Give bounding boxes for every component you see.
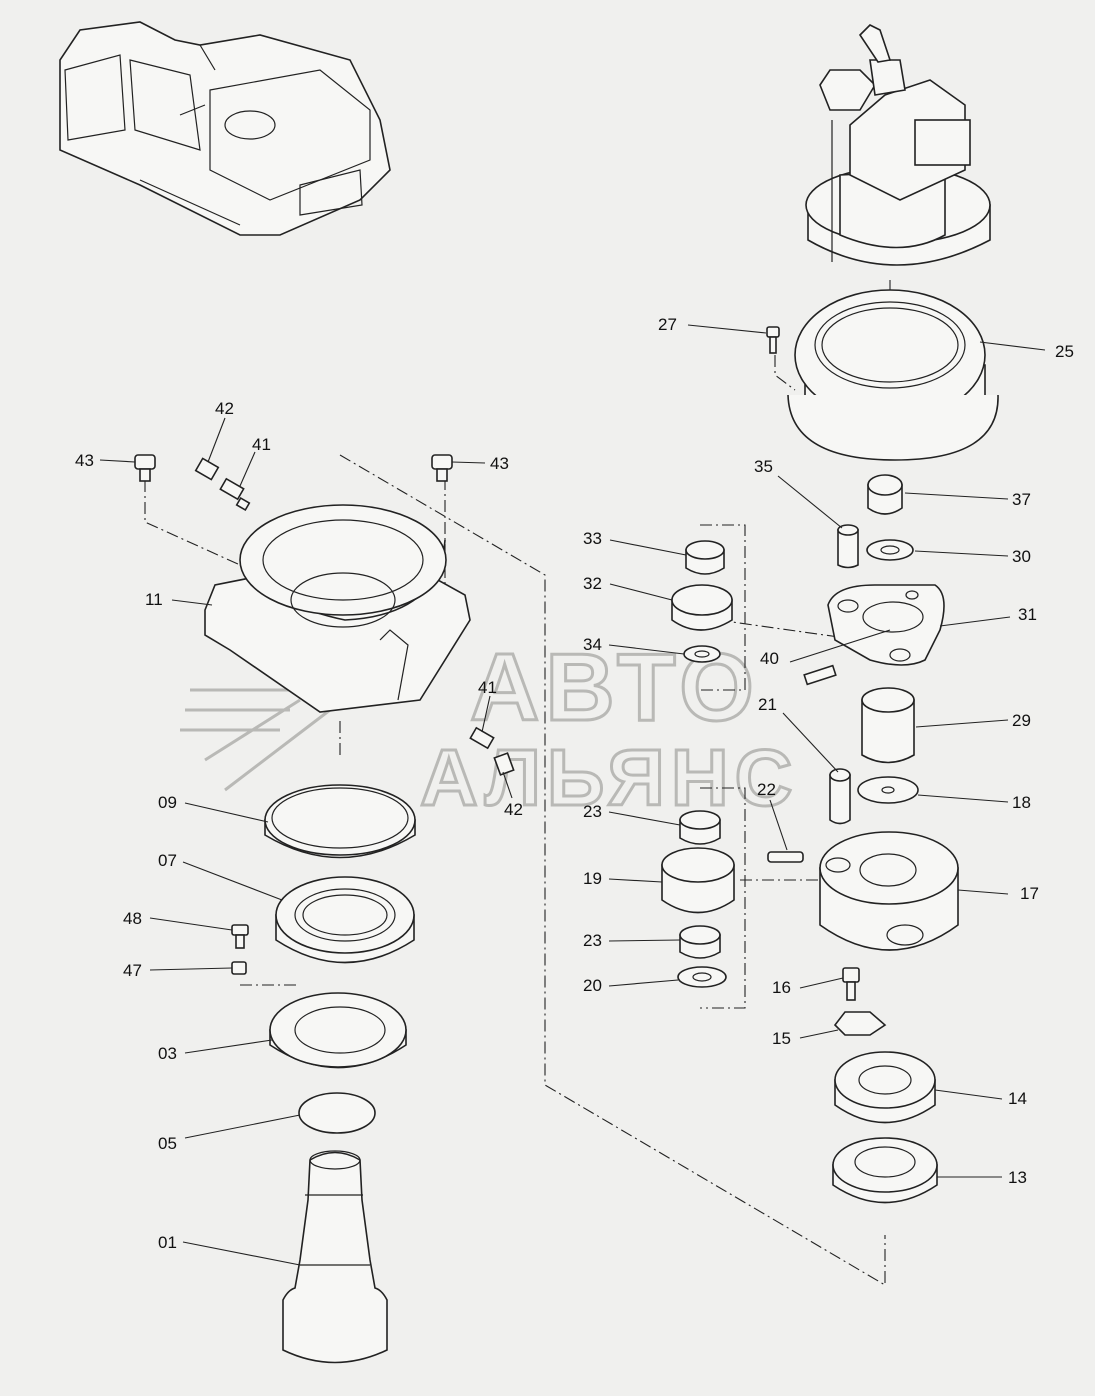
callout-35: 35 bbox=[754, 457, 773, 476]
part-35-pin bbox=[837, 524, 859, 569]
callout-40: 40 bbox=[760, 649, 779, 668]
part-43-bolt-left bbox=[134, 454, 156, 482]
watermark: АВТО АЛЬЯНС bbox=[180, 633, 798, 824]
part-19-planet-gear bbox=[661, 847, 735, 914]
part-21-pin bbox=[829, 768, 851, 825]
part-23-bearing-upper bbox=[679, 810, 721, 845]
part-40-pin bbox=[803, 664, 837, 686]
callout-33: 33 bbox=[583, 529, 602, 548]
part-03-seal-ring bbox=[269, 992, 407, 1069]
watermark-line2: АЛЬЯНС bbox=[420, 733, 798, 822]
callout-07: 07 bbox=[158, 851, 177, 870]
part-17-carrier bbox=[819, 831, 959, 951]
part-22-pin bbox=[767, 851, 804, 863]
callout-47: 47 bbox=[123, 961, 142, 980]
part-23-bearing-lower bbox=[679, 925, 721, 959]
part-48-screw bbox=[231, 924, 249, 949]
leader-lines bbox=[99, 324, 1046, 1266]
callout-17: 17 bbox=[1020, 884, 1039, 903]
callout-21: 21 bbox=[758, 695, 777, 714]
callout-30: 30 bbox=[1012, 547, 1031, 566]
callout-37: 37 bbox=[1012, 490, 1031, 509]
callout-25: 25 bbox=[1055, 342, 1074, 361]
part-42-plug-lower bbox=[493, 752, 515, 776]
callout-34: 34 bbox=[583, 635, 602, 654]
callout-23-upper: 23 bbox=[583, 802, 602, 821]
callout-16: 16 bbox=[772, 978, 791, 997]
part-25-housing bbox=[787, 289, 999, 461]
part-41-valve-upper bbox=[219, 477, 251, 512]
callout-29: 29 bbox=[1012, 711, 1031, 730]
excavator-location-illustration bbox=[59, 21, 391, 236]
part-32-planet-gear bbox=[671, 584, 733, 631]
callout-03: 03 bbox=[158, 1044, 177, 1063]
part-13-seal bbox=[832, 1137, 938, 1204]
callout-labels: 43 43 42 41 11 41 42 09 07 48 47 03 05 0… bbox=[75, 315, 1074, 1252]
part-20-washer bbox=[677, 966, 727, 988]
callout-48: 48 bbox=[123, 909, 142, 928]
callout-41-upper: 41 bbox=[252, 435, 271, 454]
callout-27: 27 bbox=[658, 315, 677, 334]
part-16-bolt bbox=[842, 967, 860, 1001]
part-41-valve-lower bbox=[469, 726, 495, 750]
part-27-bolt bbox=[766, 326, 780, 354]
part-15-lock-plate bbox=[833, 1011, 887, 1036]
part-07-bearing bbox=[275, 876, 415, 964]
callout-42-lower: 42 bbox=[504, 800, 523, 819]
callout-01: 01 bbox=[158, 1233, 177, 1252]
part-42-plug-upper bbox=[194, 457, 220, 481]
part-31-carrier-plate bbox=[827, 584, 945, 666]
part-29-sun-gear bbox=[861, 687, 915, 764]
callout-43-left: 43 bbox=[75, 451, 94, 470]
part-01-shaft bbox=[282, 1150, 388, 1364]
callout-42-upper: 42 bbox=[215, 399, 234, 418]
callout-23-lower: 23 bbox=[583, 931, 602, 950]
part-09-ring bbox=[264, 784, 416, 859]
part-37-gear bbox=[867, 474, 903, 515]
callout-18: 18 bbox=[1012, 793, 1031, 812]
part-swing-motor bbox=[805, 24, 991, 266]
part-30-washer bbox=[866, 539, 914, 561]
callout-20: 20 bbox=[583, 976, 602, 995]
part-33-bearing bbox=[685, 540, 725, 575]
callout-43-right: 43 bbox=[490, 454, 509, 473]
part-05-o-ring bbox=[298, 1092, 376, 1134]
part-34-washer bbox=[683, 645, 721, 663]
callout-09: 09 bbox=[158, 793, 177, 812]
callout-22: 22 bbox=[757, 780, 776, 799]
callout-05: 05 bbox=[158, 1134, 177, 1153]
part-18-thrust-plate bbox=[857, 776, 919, 804]
callout-32: 32 bbox=[583, 574, 602, 593]
callout-13: 13 bbox=[1008, 1168, 1027, 1187]
part-11-housing bbox=[204, 504, 471, 713]
part-14-ring bbox=[834, 1051, 936, 1124]
callout-19: 19 bbox=[583, 869, 602, 888]
part-47-nut bbox=[231, 961, 247, 975]
callout-15: 15 bbox=[772, 1029, 791, 1048]
callout-41-lower: 41 bbox=[478, 678, 497, 697]
callout-11: 11 bbox=[145, 590, 163, 609]
callout-14: 14 bbox=[1008, 1089, 1027, 1108]
part-43-bolt-right bbox=[431, 454, 453, 482]
callout-31: 31 bbox=[1018, 605, 1037, 624]
